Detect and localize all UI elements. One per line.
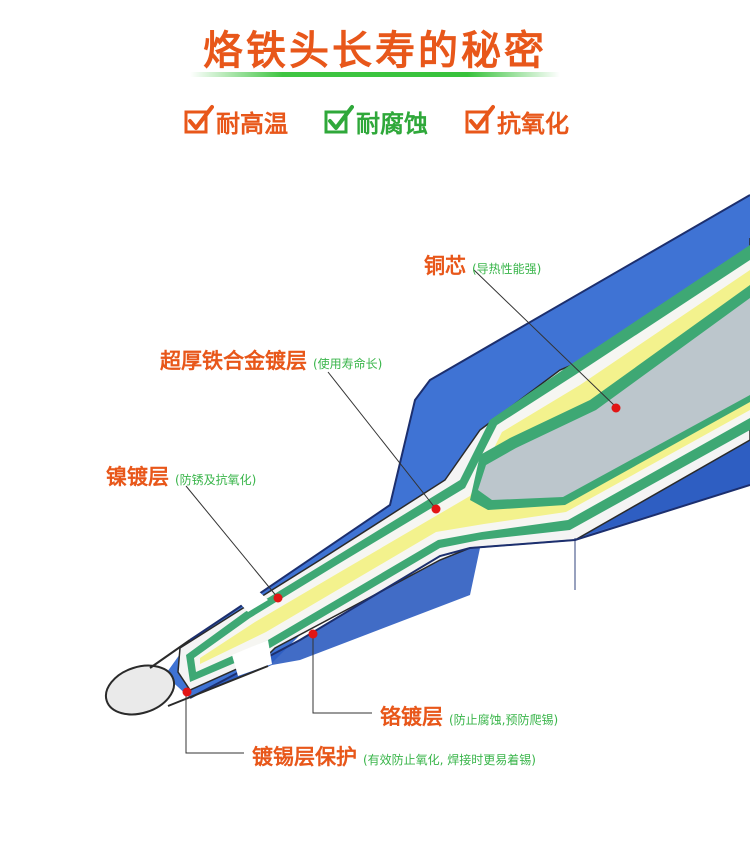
callout-name: 超厚铁合金镀层 [160, 349, 307, 373]
tinned-tip-ellipse [100, 657, 181, 722]
callout-name: 铜芯 [424, 254, 466, 278]
leader-line-nickel [186, 486, 278, 598]
marker-dot-nickel [274, 594, 283, 603]
callout-chrome-plating: 铬镀层 (防止腐蚀,预防爬锡) [380, 701, 558, 731]
callout-name: 镍镀层 [106, 465, 169, 489]
callout-copper-core: 铜芯 (导热性能强) [424, 250, 541, 280]
callout-note: (防止腐蚀,预防爬锡) [449, 713, 558, 727]
callout-name: 铬镀层 [380, 705, 443, 729]
leader-line-tin [186, 693, 244, 753]
callout-tin-plating: 镀锡层保护 (有效防止氧化, 焊接时更易着锡) [252, 741, 536, 771]
callout-iron-plating: 超厚铁合金镀层 (使用寿命长) [160, 345, 382, 375]
marker-dot-chrome [309, 630, 318, 639]
callout-note: (导热性能强) [472, 262, 541, 276]
callout-note: (有效防止氧化, 焊接时更易着锡) [363, 753, 536, 767]
callout-note: (防锈及抗氧化) [175, 473, 256, 487]
marker-dot-copper [612, 404, 621, 413]
callout-name: 镀锡层保护 [252, 745, 357, 769]
marker-dot-tin [183, 688, 192, 697]
callout-nickel-plating: 镍镀层 (防锈及抗氧化) [106, 461, 256, 491]
callout-note: (使用寿命长) [313, 357, 382, 371]
marker-dot-iron [432, 505, 441, 514]
